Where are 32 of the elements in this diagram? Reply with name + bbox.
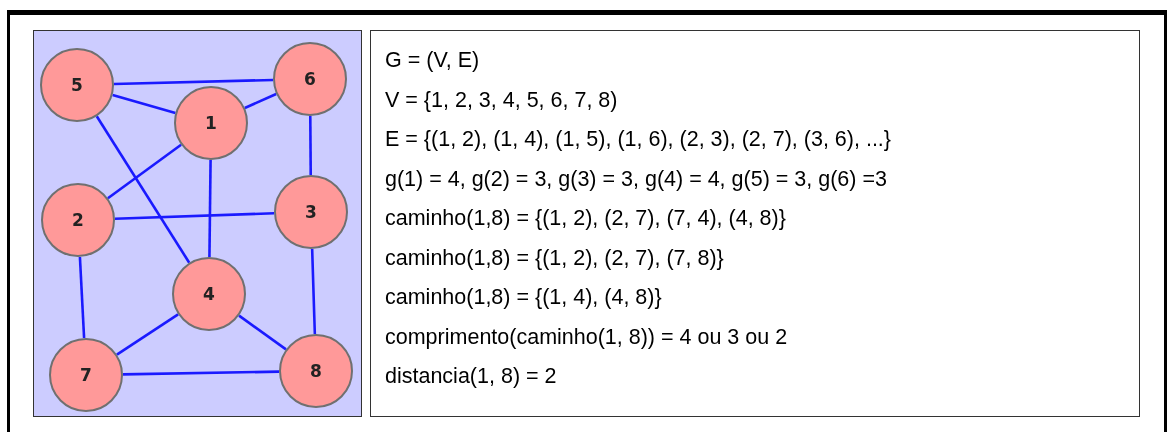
edge-line xyxy=(116,313,179,356)
edge-line xyxy=(107,143,182,200)
formula-text: E = {(1, 2), (1, 4), (1, 5), (1, 6), (2, 3), (2, 7), (3, 6), ...} xyxy=(385,126,893,153)
edge-line xyxy=(113,78,274,86)
formula-text: caminho(1,8) = {(1, 2), (2, 7), (7, 4), (4, 8)} xyxy=(385,205,787,232)
edge-line xyxy=(310,248,317,335)
formula-text: G = (V, E) xyxy=(385,47,481,74)
formula-text: comprimento(caminho(1, 8)) = 4 ou 3 ou 2 xyxy=(385,323,789,351)
edge-line xyxy=(78,256,86,339)
formula-text: caminho(1,8) = {(1, 2), (2, 7), (7, 8)} xyxy=(385,244,725,272)
formula-text: caminho(1,8) = {(1, 4), (4, 8)} xyxy=(385,284,663,311)
vertex-circle: 8 xyxy=(279,334,353,408)
formula-text: g(1) = 4, g(2) = 3, g(3) = 3, g(4) = 4, g(5) = 3, g(6) =3 xyxy=(385,165,888,193)
edge-line xyxy=(112,93,176,115)
edge-line xyxy=(114,211,275,221)
formula-text: V = {1, 2, 3, 4, 5, 6, 7, 8) xyxy=(385,86,619,114)
edge-line xyxy=(309,116,312,175)
graph-panel xyxy=(33,30,362,417)
edge-line xyxy=(238,314,287,351)
vertex-circle: 6 xyxy=(273,42,347,116)
vertex-circle: 4 xyxy=(172,257,246,331)
vertex-circle: 5 xyxy=(40,48,114,122)
edge-line xyxy=(208,160,212,257)
edge-line xyxy=(95,115,191,264)
text-box xyxy=(370,30,1140,417)
edge-line xyxy=(244,92,277,110)
formula-text: distancia(1, 8) = 2 xyxy=(385,363,558,390)
vertex-circle: 3 xyxy=(274,175,348,249)
vertex-circle: 1 xyxy=(174,86,248,160)
vertex-circle: 7 xyxy=(49,338,123,412)
edge-line xyxy=(122,370,280,376)
vertex-circle: 2 xyxy=(41,183,115,257)
